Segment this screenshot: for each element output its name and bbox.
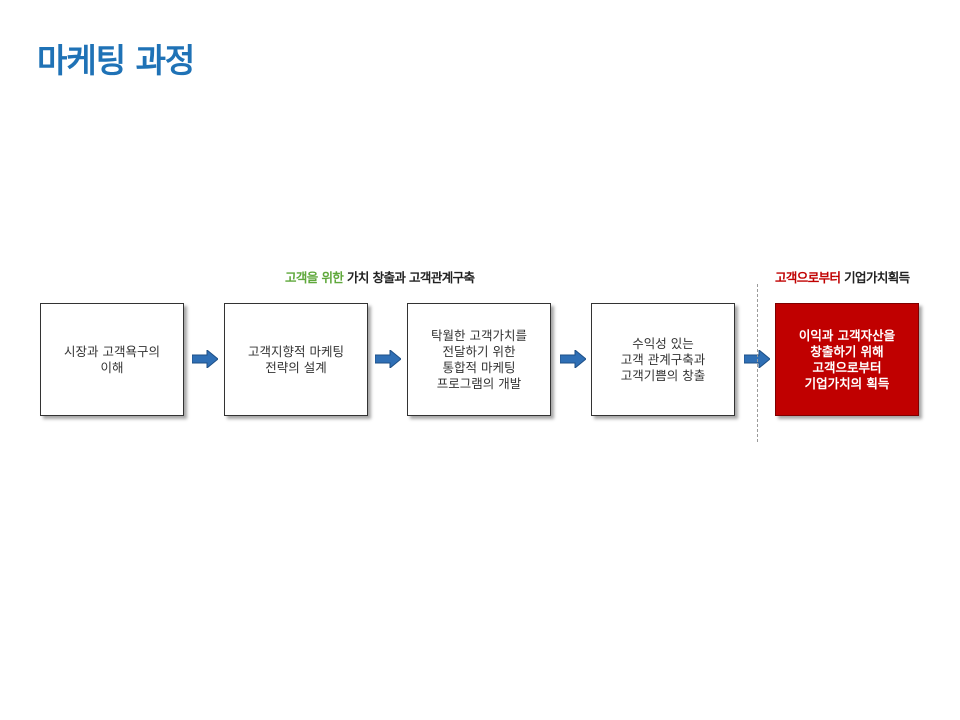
process-step-4: 수익성 있는 고객 관계구축과 고객기쁨의 창출 <box>591 303 735 416</box>
process-step-1: 시장과 고객욕구의 이해 <box>40 303 184 416</box>
caption-highlight: 고객으로부터 <box>775 270 845 285</box>
step-label: 탁월한 고객가치를 전달하기 위한 통합적 마케팅 프로그램의 개발 <box>431 327 527 391</box>
flow-arrow-icon <box>375 350 401 368</box>
flow-arrow-icon <box>192 350 218 368</box>
step-label: 수익성 있는 고객 관계구축과 고객기쁨의 창출 <box>620 335 706 383</box>
step-label: 시장과 고객욕구의 이해 <box>64 343 160 375</box>
caption-highlight: 고객을 위한 <box>285 270 348 285</box>
caption-text: 가치 창출과 고객관계구축 <box>347 270 475 285</box>
section-caption-value-capture: 고객으로부터 기업가치획득 <box>775 267 910 286</box>
process-step-5: 이익과 고객자산을 창출하기 위해 고객으로부터 기업가치의 획득 <box>775 303 919 416</box>
step-label: 고객지향적 마케팅 전략의 설계 <box>248 343 344 375</box>
step-label: 이익과 고객자산을 창출하기 위해 고객으로부터 기업가치의 획득 <box>798 327 896 391</box>
section-divider <box>757 284 758 442</box>
caption-text: 기업가치획득 <box>844 270 910 285</box>
section-caption-value-creation: 고객을 위한 가치 창출과 고객관계구축 <box>285 267 475 286</box>
process-step-2: 고객지향적 마케팅 전략의 설계 <box>224 303 368 416</box>
process-step-3: 탁월한 고객가치를 전달하기 위한 통합적 마케팅 프로그램의 개발 <box>407 303 551 416</box>
page-title: 마케팅 과정 <box>37 41 195 80</box>
flow-arrow-icon <box>560 350 586 368</box>
